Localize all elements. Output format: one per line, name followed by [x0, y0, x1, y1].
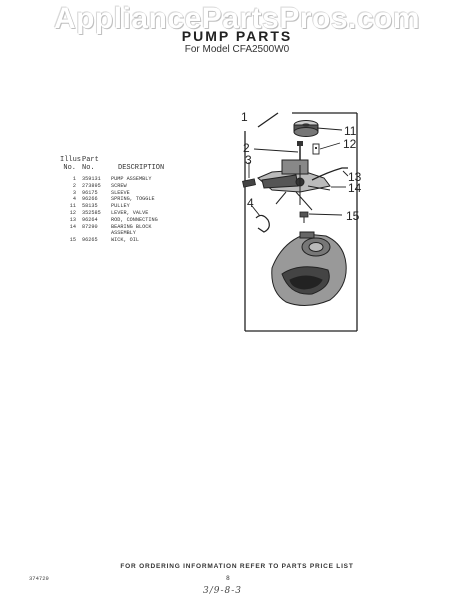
- callout-12: 12: [343, 137, 357, 151]
- header-illus-no: No.: [63, 164, 76, 172]
- row-part: 58135: [82, 203, 98, 210]
- connecting-rod-part: [311, 167, 348, 181]
- callout-11: 11: [344, 124, 357, 138]
- header-part: Part: [82, 156, 99, 164]
- row-part: 96265: [82, 237, 98, 244]
- toggle-spring-part: [255, 214, 270, 233]
- valve-lever-part: [312, 143, 320, 155]
- row-illus: 12: [69, 209, 76, 216]
- row-part: 359131: [82, 176, 101, 182]
- row-illus: 14: [69, 223, 76, 230]
- row-illus: 13: [69, 216, 76, 223]
- row-desc: SLEEVE: [111, 189, 130, 196]
- row-part: 96175: [82, 189, 98, 196]
- document-code: 374729: [29, 575, 49, 582]
- sleeve-part: [242, 178, 256, 188]
- row-desc: WICK, OIL: [111, 237, 140, 244]
- diagram-frame: [244, 112, 358, 332]
- callout-13: 13: [348, 170, 362, 184]
- row-part: 273895: [82, 182, 101, 189]
- callout-14: 14: [348, 181, 362, 195]
- screw-part: [297, 141, 303, 162]
- row-illus: 1: [72, 176, 76, 182]
- callout-2: 2: [243, 141, 250, 155]
- row-part: 96264: [82, 216, 98, 223]
- row-desc: PUMP ASSEMBLY: [111, 176, 152, 182]
- row-illus: 2: [72, 182, 76, 189]
- model-subtitle: For Model CFA2500W0: [184, 44, 290, 55]
- pump-housing-part: [271, 231, 347, 306]
- page-number: 8: [226, 575, 230, 582]
- header-part-no: No.: [82, 164, 95, 172]
- watermark: AppliancePartsPros.com: [53, 2, 421, 35]
- row-part: 352585: [82, 209, 101, 216]
- row-desc: ASSEMBLY: [111, 230, 136, 237]
- handwritten-note: 3/9-8-3: [203, 586, 243, 596]
- row-desc: BEARING BLOCK: [111, 223, 152, 230]
- bearing-block-part: [257, 159, 331, 211]
- row-illus: 11: [69, 203, 76, 210]
- header-description: DESCRIPTION: [118, 164, 165, 172]
- callout-4: 4: [247, 196, 254, 210]
- ordering-footer: FOR ORDERING INFORMATION REFER TO PARTS …: [120, 563, 354, 570]
- row-part: 87290: [82, 223, 98, 230]
- callout-15: 15: [346, 209, 360, 223]
- row-desc: SPRING, TOGGLE: [111, 196, 155, 203]
- row-illus: 3: [72, 189, 76, 196]
- pulley-part: [293, 120, 319, 137]
- row-desc: LEVER, VALVE: [111, 209, 149, 216]
- row-desc: PULLEY: [111, 203, 130, 210]
- callout-3: 3: [245, 153, 252, 167]
- row-part: 96266: [82, 196, 98, 203]
- callout-1: 1: [241, 110, 248, 124]
- oil-wick-part: [299, 211, 309, 223]
- leader-lines: [248, 127, 349, 217]
- header-illus: Illus.: [60, 156, 86, 164]
- page-title: PUMP PARTS: [181, 28, 293, 44]
- row-illus: 15: [69, 237, 76, 244]
- row-desc: SCREW: [111, 182, 127, 189]
- row-illus: 4: [72, 196, 76, 203]
- row-desc: ROD, CONNECTING: [111, 216, 158, 223]
